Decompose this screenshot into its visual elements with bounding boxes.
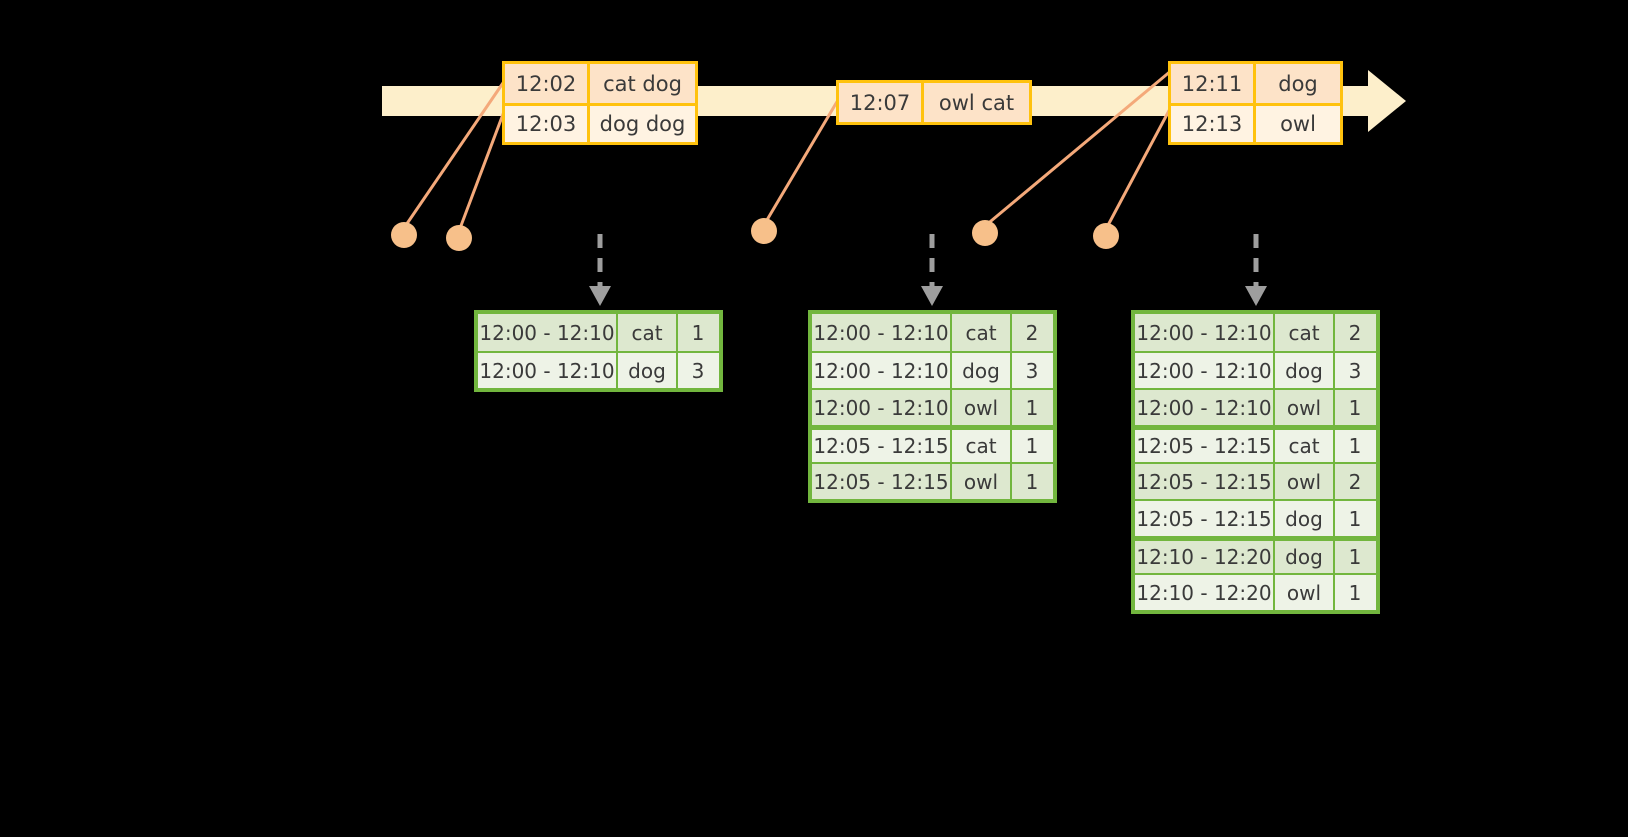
event-words: owl cat xyxy=(938,90,1015,115)
event-dot-4[interactable] xyxy=(972,220,998,246)
event-dot-2[interactable] xyxy=(446,225,472,251)
event-row: 12:07 owl cat xyxy=(839,83,1029,122)
event-dot-1[interactable] xyxy=(391,222,417,248)
event-dot-5[interactable] xyxy=(1093,223,1119,249)
cell-word: dog xyxy=(618,353,678,388)
cell-word: dog xyxy=(1275,541,1335,573)
event-time: 12:03 xyxy=(505,106,590,142)
event-dot-3[interactable] xyxy=(751,218,777,244)
cell-window: 12:05 - 12:15 xyxy=(812,430,952,462)
cell-window: 12:00 - 12:10 xyxy=(478,353,618,388)
cell-count: 3 xyxy=(1348,358,1362,383)
event-words: dog dog xyxy=(599,112,686,136)
cell-count: 1 xyxy=(691,320,705,345)
event-row: 12:13 owl xyxy=(1171,103,1340,142)
cell-word: cat xyxy=(952,430,1012,462)
cell-word: cat xyxy=(952,314,1012,351)
cell-count: 3 xyxy=(1025,358,1039,383)
cell-word: cat xyxy=(618,314,678,351)
cell-window: 12:05 - 12:15 xyxy=(1135,464,1275,499)
emit-arrow-3-head-icon xyxy=(1245,286,1267,306)
cell-window: 12:00 - 12:10 xyxy=(812,314,952,351)
cell-count: 2 xyxy=(1025,320,1039,345)
cell-count: 1 xyxy=(1025,395,1039,420)
cell-word: owl xyxy=(1275,390,1335,425)
event-row: 12:11 dog xyxy=(1171,64,1340,103)
cell-window: 12:00 - 12:10 xyxy=(1135,390,1275,425)
cell-count: 1 xyxy=(1348,395,1362,420)
cell-word: owl xyxy=(1275,464,1335,499)
emit-arrows xyxy=(589,234,1267,306)
event-words: cat dog xyxy=(603,71,682,96)
event-row: 12:02 cat dog xyxy=(505,64,695,103)
connector-line-3 xyxy=(762,99,840,226)
connector-line-5 xyxy=(1104,104,1174,230)
cell-count: 2 xyxy=(1348,469,1362,494)
cell-count: 1 xyxy=(1348,580,1362,605)
connector-line-2 xyxy=(457,100,510,232)
event-words: dog xyxy=(1278,71,1318,96)
cell-word: owl xyxy=(1275,575,1335,610)
cell-count: 1 xyxy=(1025,434,1039,458)
event-box-3[interactable]: 12:11 dog 12:13 owl xyxy=(1168,61,1343,145)
cell-count: 1 xyxy=(1348,434,1362,458)
cell-window: 12:05 - 12:15 xyxy=(812,464,952,499)
cell-count: 1 xyxy=(1348,545,1362,569)
cell-count: 2 xyxy=(1348,320,1362,345)
event-time: 12:13 xyxy=(1171,106,1256,142)
cell-window: 12:05 - 12:15 xyxy=(1135,501,1275,536)
cell-word: owl xyxy=(952,464,1012,499)
event-time: 12:07 xyxy=(839,83,924,122)
cell-window: 12:10 - 12:20 xyxy=(1135,575,1275,610)
event-time: 12:02 xyxy=(505,64,590,103)
cell-window: 12:10 - 12:20 xyxy=(1135,541,1275,573)
cell-count: 1 xyxy=(1025,469,1039,494)
cell-count: 3 xyxy=(691,358,705,383)
event-box-2[interactable]: 12:07 owl cat xyxy=(836,80,1032,125)
cell-window: 12:00 - 12:10 xyxy=(1135,314,1275,351)
cell-count: 1 xyxy=(1348,506,1362,531)
cell-window: 12:00 - 12:10 xyxy=(478,314,618,351)
event-words: owl xyxy=(1280,112,1316,136)
cell-window: 12:00 - 12:10 xyxy=(812,353,952,388)
cell-window: 12:00 - 12:10 xyxy=(812,390,952,425)
cell-window: 12:05 - 12:15 xyxy=(1135,430,1275,462)
emit-arrow-2-head-icon xyxy=(921,286,943,306)
event-time: 12:11 xyxy=(1171,64,1256,103)
cell-word: dog xyxy=(1275,353,1335,388)
cell-word: cat xyxy=(1275,430,1335,462)
emit-arrow-1-head-icon xyxy=(589,286,611,306)
cell-word: cat xyxy=(1275,314,1335,351)
event-row: 12:03 dog dog xyxy=(505,103,695,142)
event-box-1[interactable]: 12:02 cat dog 12:03 dog dog xyxy=(502,61,698,145)
cell-word: dog xyxy=(1275,501,1335,536)
timeline-arrowhead-icon xyxy=(1368,70,1406,132)
cell-window: 12:00 - 12:10 xyxy=(1135,353,1275,388)
cell-word: owl xyxy=(952,390,1012,425)
cell-word: dog xyxy=(952,353,1012,388)
